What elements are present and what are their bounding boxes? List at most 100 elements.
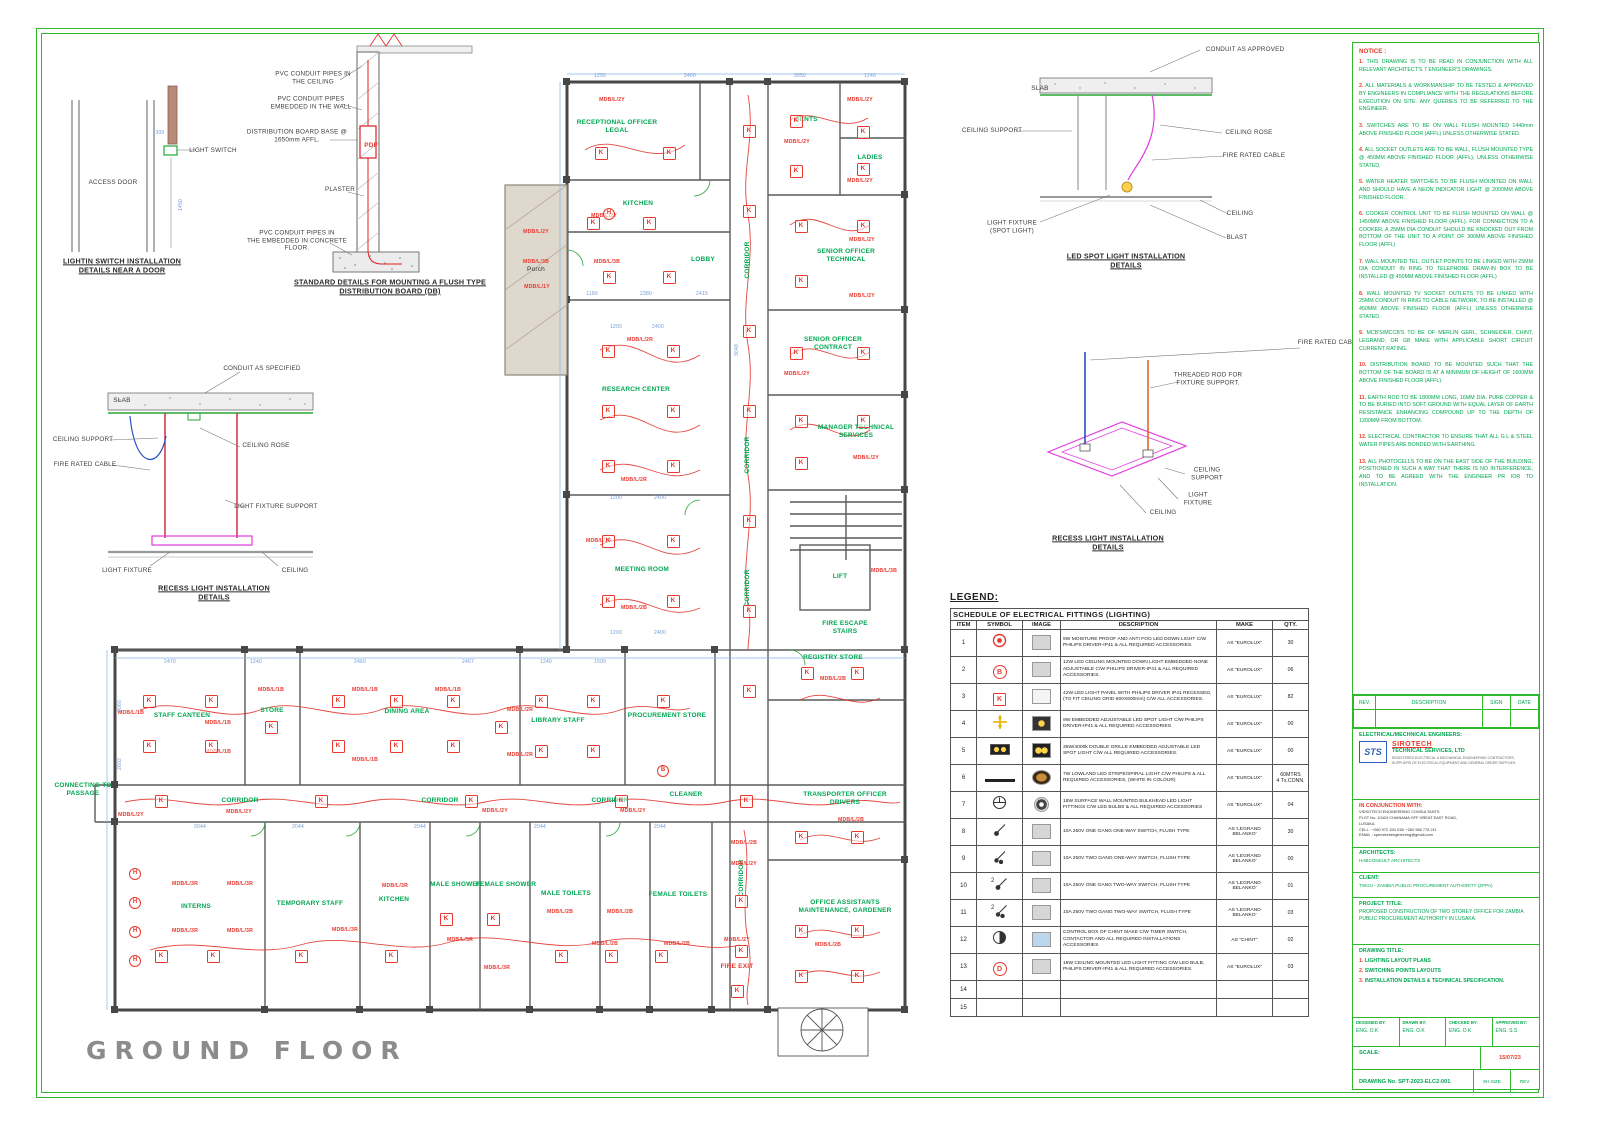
notice-item: 5. WATER HEATER SWITCHES TO BE FLUSH MOU… [1359, 179, 1533, 201]
drawing-title-label: DRAWING TITLE: [1359, 948, 1404, 954]
fitting-image [1032, 905, 1051, 921]
spot-detail [1016, 49, 1229, 239]
revision-header: DESCRIPTION [1375, 695, 1483, 710]
fitting-image [1032, 662, 1051, 678]
conjunction-line: LUSAKA. [1359, 820, 1376, 826]
sirotech-logo: STS [1359, 741, 1387, 763]
drawing-number: DRAWING No. SPT-2023-ELC2-001 [1353, 1070, 1474, 1093]
client-section: CLIENT: TWGU - ZAMBIA PUBLIC PROCUREMENT… [1353, 873, 1539, 898]
architects-section: ARCHITECTS: HABCONSULT ARCHITECTS [1353, 848, 1539, 873]
legend-panel: LEGEND: SCHEDULE OF ELECTRICAL FITTINGS … [949, 592, 1310, 1017]
project-value: PROPOSED CONSTRUCTION OF TWO STOREY OFFI… [1359, 909, 1524, 923]
drawing-title-item: 2. SWITCHING POINTS LAYOUTS [1359, 968, 1441, 974]
legend-column-header: QTY. [1271, 620, 1310, 630]
drawing-title-item: 3. INSTALLATION DETAILS & TECHNICAL SPEC… [1359, 978, 1505, 984]
drawing-title-section: DRAWING TITLE: 1. LIGHTING LAYOUT PLANS 2… [1353, 945, 1539, 1018]
door-jamb [167, 85, 178, 145]
revision-empty-row [1352, 709, 1540, 728]
notice-item: 9. MCB'S/MCCB'S TO BE OF MERLIN GERL, SC… [1359, 330, 1533, 352]
credit-cell: DRAWN BY:ENG. O.K [1400, 1018, 1446, 1046]
fitting-image [1032, 878, 1051, 894]
scale-section: SCALE: 15/07/23 [1353, 1047, 1539, 1070]
project-label: PROJECT TITLE: [1359, 901, 1403, 907]
engineers-name-2: TECHNICAL SERVICES, LTD [1392, 748, 1465, 754]
door-swings [250, 179, 806, 837]
title-block: NOTICE : 1. THIS DRAWING IS TO BE READ I… [1352, 42, 1540, 1093]
fitting-image [1032, 824, 1051, 840]
conjunction-line: CELL : +260 972 150 015/ +260 966 778 21… [1359, 826, 1437, 832]
notice-item: 11. EARTH ROD TO BE 1800MM LONG, 16MM DI… [1359, 394, 1533, 424]
fitting-image [1032, 770, 1051, 786]
conjunction-section: IN CONJUNCTION WITH: VIDSOTECH ENGINEERI… [1353, 800, 1539, 848]
fitting-image [1032, 743, 1051, 759]
legend-row: 14 [950, 980, 1310, 999]
drawing-date: 15/07/23 [1499, 1055, 1521, 1061]
conjunction-label: IN CONJUNCTION WITH: [1359, 803, 1423, 809]
light-fixture-outline [151, 535, 253, 546]
credit-cell: CHECKED BY:ENG. O.K [1446, 1018, 1493, 1046]
revision-header: SIGN [1481, 695, 1511, 710]
recess-iso-detail [1046, 347, 1301, 514]
engineers-label: ELECTRICAL/MECHNICAL ENGINEERS: [1359, 732, 1462, 738]
notice-item: 2. ALL MATERIALS & WORKMANSHIP TO BE TES… [1359, 83, 1533, 113]
porch [504, 184, 568, 376]
conjunction-line: EMAIL : sperotechengineering@gmail.com [1359, 832, 1433, 838]
notice-item: 10. DISTRIBUTION BOARD TO BE MOUNTED SUC… [1359, 362, 1533, 384]
drawing-number-section: DRAWING No. SPT-2023-ELC2-001 SH.SIZE RE… [1353, 1070, 1539, 1093]
notice-section: NOTICE : 1. THIS DRAWING IS TO BE READ I… [1353, 43, 1539, 695]
credit-cell: DESIGNED BY:ENG. O.K [1353, 1018, 1400, 1046]
light-switch-symbol [163, 145, 178, 156]
architects-value: HABCONSULT ARCHITECTS [1359, 858, 1421, 863]
engineers-subtext: REGISTERED ELECTRICAL & MECHANICAL ENGIN… [1392, 756, 1517, 765]
notice-item: 3. SWITCHES ARE TO BE ON WALL FLUSH MOUN… [1359, 123, 1533, 137]
credit-cell: APPROVED BY:ENG. S.S [1495, 1020, 1528, 1034]
engineers-section: ELECTRICAL/MECHNICAL ENGINEERS: STS SIRO… [1353, 728, 1539, 800]
revision-label: REV. [1519, 1079, 1531, 1084]
architects-label: ARCHITECTS: [1359, 850, 1396, 856]
legend-column-header: IMAGE [1022, 620, 1061, 630]
legend-column-header: MAKE [1216, 620, 1273, 630]
db-detail [329, 33, 473, 273]
svg-text:2: 2 [991, 905, 995, 911]
fitting-image [1032, 716, 1051, 732]
sheet-size-label: SH.SIZE [1474, 1070, 1511, 1093]
project-section: PROJECT TITLE: PROPOSED CONSTRUCTION OF … [1353, 898, 1539, 945]
legend-table: SCHEDULE OF ELECTRICAL FITTINGS (LIGHTIN… [949, 608, 1310, 1017]
legend-column-header: DESCRIPTION [1060, 620, 1217, 630]
floor-plan-walls [94, 73, 908, 1057]
door-detail-lines [71, 100, 155, 252]
legend-heading: LEGEND: [950, 592, 999, 603]
legend-row: 15 [950, 998, 1310, 1017]
legend-table-title: SCHEDULE OF ELECTRICAL FITTINGS (LIGHTIN… [949, 608, 1310, 621]
notice-item: 13. ALL PHOTOCELLS TO BE ON THE EAST SID… [1359, 458, 1533, 488]
legend-column-header: SYMBOL [976, 620, 1023, 630]
svg-text:2: 2 [991, 878, 995, 884]
legend-column-header: ITEM [950, 620, 977, 630]
notice-item: 6. COOKER CONTROL UNIT TO BE FLUSH MOUNT… [1359, 211, 1533, 249]
fitting-image [1032, 932, 1051, 948]
fitting-image [1032, 959, 1051, 975]
notice-item: 7. WALL MOUNTED TEL. OUTLET POINTS TO BE… [1359, 258, 1533, 281]
notice-item: 4. ALL SOCKET OUTLETS ARE TO BE WALL, FL… [1359, 147, 1533, 169]
drawing-title-item: 1. LIGHTING LAYOUT PLANS [1359, 958, 1431, 964]
client-label: CLIENT: [1359, 875, 1380, 881]
fitting-image [1034, 797, 1049, 813]
spiral-stair [777, 1007, 869, 1057]
fitting-image [1032, 851, 1051, 867]
